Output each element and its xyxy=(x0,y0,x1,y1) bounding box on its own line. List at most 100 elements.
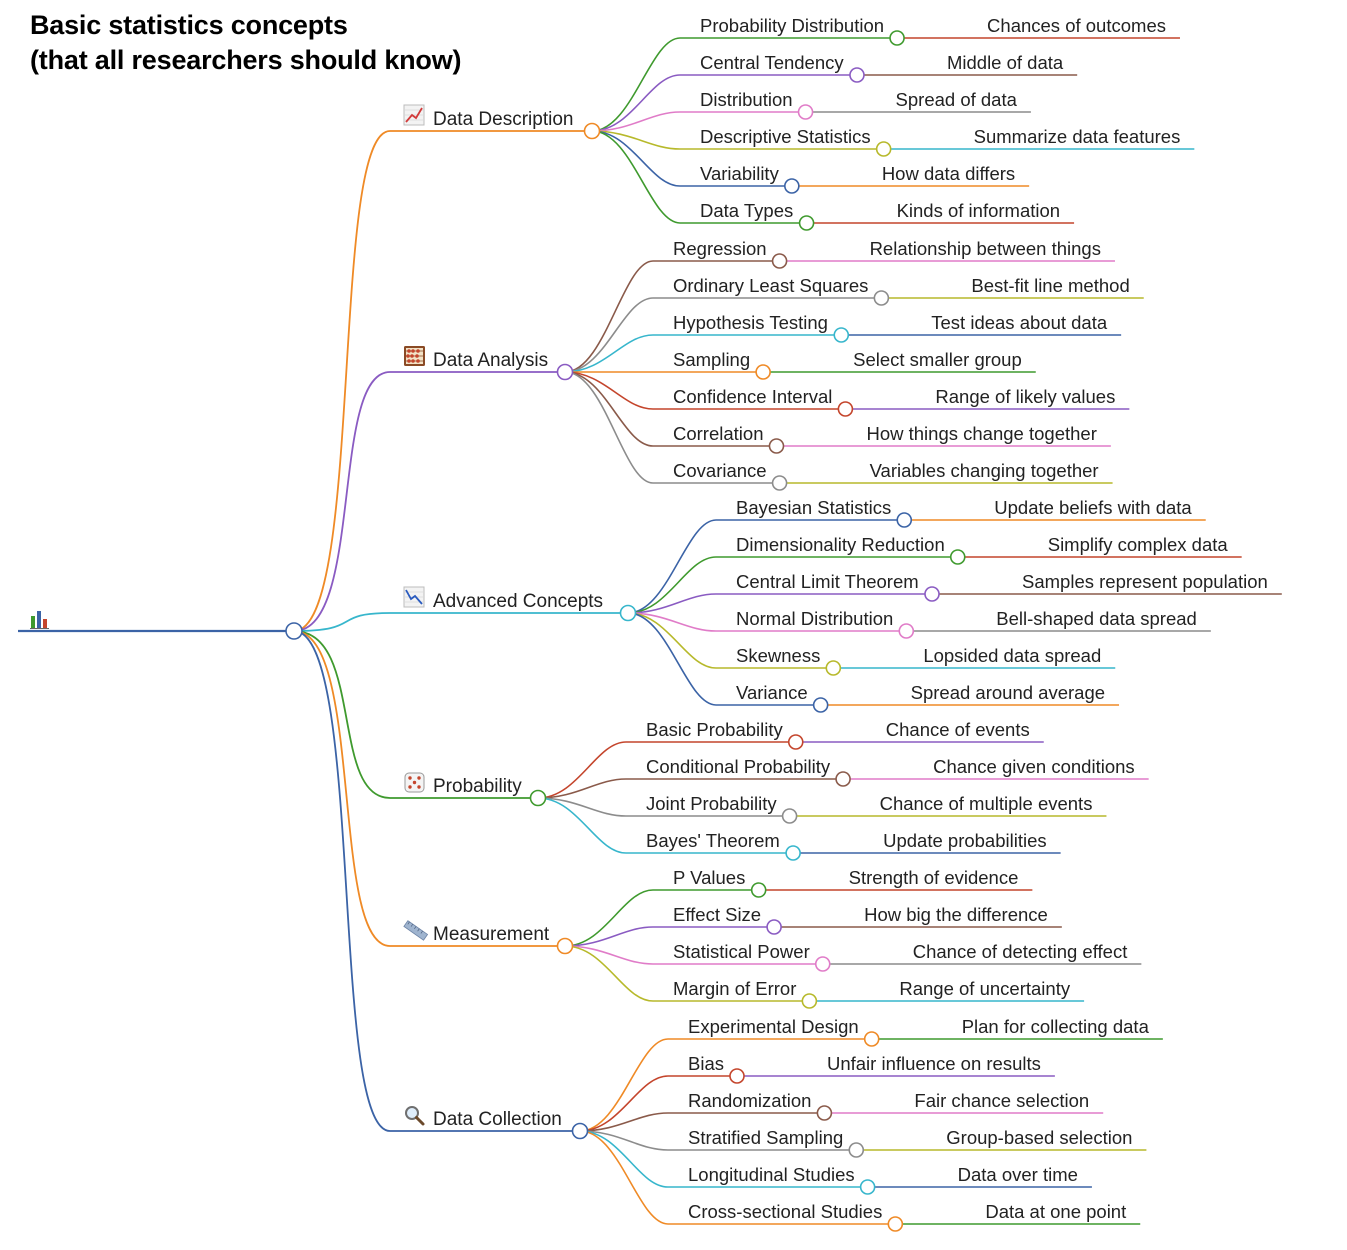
branch-label-data-description[interactable]: Data Description xyxy=(433,109,573,130)
child-node-dot[interactable] xyxy=(755,364,771,380)
branch-label-probability[interactable]: Probability xyxy=(433,776,522,797)
leaf-label-update-beliefs-with-data[interactable]: Update beliefs with data xyxy=(994,497,1192,518)
leaf-label-lopsided-data-spread[interactable]: Lopsided data spread xyxy=(923,645,1101,666)
leaf-label-chances-of-outcomes[interactable]: Chances of outcomes xyxy=(987,15,1166,36)
leaf-label-strength-of-evidence[interactable]: Strength of evidence xyxy=(849,867,1019,888)
leaf-label-simplify-complex-data[interactable]: Simplify complex data xyxy=(1048,534,1229,555)
child-label-covariance[interactable]: Covariance xyxy=(673,460,767,481)
child-label-conditional-probability[interactable]: Conditional Probability xyxy=(646,756,831,777)
child-label-skewness[interactable]: Skewness xyxy=(736,645,820,666)
child-node-dot[interactable] xyxy=(875,141,892,157)
leaf-label-test-ideas-about-data[interactable]: Test ideas about data xyxy=(931,312,1108,333)
leaf-label-group-based-selection[interactable]: Group-based selection xyxy=(946,1127,1132,1148)
child-node-dot[interactable] xyxy=(768,438,785,454)
child-node-dot[interactable] xyxy=(785,845,801,861)
root-node-dot[interactable] xyxy=(285,622,303,640)
branch-label-advanced-concepts[interactable]: Advanced Concepts xyxy=(433,591,603,612)
leaf-label-best-fit-line-method[interactable]: Best-fit line method xyxy=(971,275,1129,296)
leaf-label-chance-given-conditions[interactable]: Chance given conditions xyxy=(933,756,1135,777)
branch-node-dot-measurement[interactable] xyxy=(556,937,574,955)
branch-node-dot-data-description[interactable] xyxy=(583,122,601,140)
branch-label-data-analysis[interactable]: Data Analysis xyxy=(433,350,548,371)
child-label-longitudinal-studies[interactable]: Longitudinal Studies xyxy=(688,1164,855,1185)
branch-node-dot-data-analysis[interactable] xyxy=(556,363,574,381)
child-node-dot[interactable] xyxy=(812,697,829,713)
child-label-confidence-interval[interactable]: Confidence Interval xyxy=(673,386,832,407)
child-node-dot[interactable] xyxy=(750,882,767,898)
child-label-central-tendency[interactable]: Central Tendency xyxy=(700,52,844,73)
child-node-dot[interactable] xyxy=(873,290,890,306)
child-label-joint-probability[interactable]: Joint Probability xyxy=(646,793,777,814)
leaf-label-select-smaller-group[interactable]: Select smaller group xyxy=(853,349,1022,370)
leaf-label-chance-of-multiple-events[interactable]: Chance of multiple events xyxy=(880,793,1093,814)
child-label-ordinary-least-squares[interactable]: Ordinary Least Squares xyxy=(673,275,868,296)
leaf-label-fair-chance-selection[interactable]: Fair chance selection xyxy=(914,1090,1089,1111)
child-node-dot[interactable] xyxy=(835,771,851,787)
child-node-dot[interactable] xyxy=(833,327,850,343)
leaf-label-samples-represent-population[interactable]: Samples represent population xyxy=(1022,571,1268,592)
child-label-basic-probability[interactable]: Basic Probability xyxy=(646,719,784,740)
child-node-dot[interactable] xyxy=(848,1142,865,1158)
branch-label-data-collection[interactable]: Data Collection xyxy=(433,1109,562,1130)
child-label-sampling[interactable]: Sampling xyxy=(673,349,750,370)
leaf-label-variables-changing-together[interactable]: Variables changing together xyxy=(870,460,1099,481)
child-node-dot[interactable] xyxy=(798,215,815,231)
child-label-normal-distribution[interactable]: Normal Distribution xyxy=(736,608,893,629)
child-label-hypothesis-testing[interactable]: Hypothesis Testing xyxy=(673,312,828,333)
leaf-label-how-data-differs[interactable]: How data differs xyxy=(882,163,1015,184)
branch-node-dot-advanced-concepts[interactable] xyxy=(619,604,637,622)
child-label-data-types[interactable]: Data Types xyxy=(700,200,793,221)
child-node-dot[interactable] xyxy=(784,178,800,194)
branch-node-dot-data-collection[interactable] xyxy=(571,1122,589,1140)
leaf-label-unfair-influence-on-results[interactable]: Unfair influence on results xyxy=(827,1053,1041,1074)
child-label-stratified-sampling[interactable]: Stratified Sampling xyxy=(688,1127,843,1148)
child-node-dot[interactable] xyxy=(949,549,966,565)
child-label-variability[interactable]: Variability xyxy=(700,163,780,184)
child-node-dot[interactable] xyxy=(859,1179,876,1195)
child-label-descriptive-statistics[interactable]: Descriptive Statistics xyxy=(700,126,871,147)
child-label-randomization[interactable]: Randomization xyxy=(688,1090,811,1111)
leaf-label-range-of-likely-values[interactable]: Range of likely values xyxy=(935,386,1115,407)
child-label-margin-of-error[interactable]: Margin of Error xyxy=(673,978,796,999)
child-label-probability-distribution[interactable]: Probability Distribution xyxy=(700,15,884,36)
child-node-dot[interactable] xyxy=(781,808,798,824)
child-label-bayesian-statistics[interactable]: Bayesian Statistics xyxy=(736,497,891,518)
child-node-dot[interactable] xyxy=(837,401,854,417)
leaf-label-spread-around-average[interactable]: Spread around average xyxy=(911,682,1105,703)
leaf-label-data-over-time[interactable]: Data over time xyxy=(958,1164,1078,1185)
child-node-dot[interactable] xyxy=(771,475,788,491)
child-node-dot[interactable] xyxy=(849,67,865,83)
child-label-cross-sectional-studies[interactable]: Cross-sectional Studies xyxy=(688,1201,882,1222)
leaf-label-kinds-of-information[interactable]: Kinds of information xyxy=(897,200,1061,221)
child-node-dot[interactable] xyxy=(771,253,788,269)
leaf-label-chance-of-events[interactable]: Chance of events xyxy=(886,719,1030,740)
leaf-label-data-at-one-point[interactable]: Data at one point xyxy=(985,1201,1126,1222)
child-label-experimental-design[interactable]: Experimental Design xyxy=(688,1016,859,1037)
child-node-dot[interactable] xyxy=(814,956,831,972)
child-label-regression[interactable]: Regression xyxy=(673,238,767,259)
leaf-label-update-probabilities[interactable]: Update probabilities xyxy=(883,830,1047,851)
child-node-dot[interactable] xyxy=(816,1105,833,1121)
leaf-label-how-things-change-together[interactable]: How things change together xyxy=(866,423,1096,444)
child-node-dot[interactable] xyxy=(887,1216,904,1232)
child-node-dot[interactable] xyxy=(863,1031,880,1047)
leaf-label-summarize-data-features[interactable]: Summarize data features xyxy=(974,126,1181,147)
branch-node-dot-probability[interactable] xyxy=(529,789,547,807)
child-node-dot[interactable] xyxy=(825,660,842,676)
leaf-label-spread-of-data[interactable]: Spread of data xyxy=(896,89,1018,110)
leaf-label-relationship-between-things[interactable]: Relationship between things xyxy=(870,238,1101,259)
leaf-label-bell-shaped-data-spread[interactable]: Bell-shaped data spread xyxy=(996,608,1197,629)
leaf-label-plan-for-collecting-data[interactable]: Plan for collecting data xyxy=(962,1016,1150,1037)
child-node-dot[interactable] xyxy=(889,30,905,46)
child-node-dot[interactable] xyxy=(797,104,814,120)
child-node-dot[interactable] xyxy=(766,919,782,935)
child-node-dot[interactable] xyxy=(787,734,804,750)
child-node-dot[interactable] xyxy=(729,1068,745,1084)
child-label-dimensionality-reduction[interactable]: Dimensionality Reduction xyxy=(736,534,945,555)
child-node-dot[interactable] xyxy=(924,586,940,602)
leaf-label-chance-of-detecting-effect[interactable]: Chance of detecting effect xyxy=(913,941,1128,962)
child-label-bayes-theorem[interactable]: Bayes' Theorem xyxy=(646,830,780,851)
child-label-correlation[interactable]: Correlation xyxy=(673,423,764,444)
branch-label-measurement[interactable]: Measurement xyxy=(433,924,550,945)
child-label-variance[interactable]: Variance xyxy=(736,682,808,703)
